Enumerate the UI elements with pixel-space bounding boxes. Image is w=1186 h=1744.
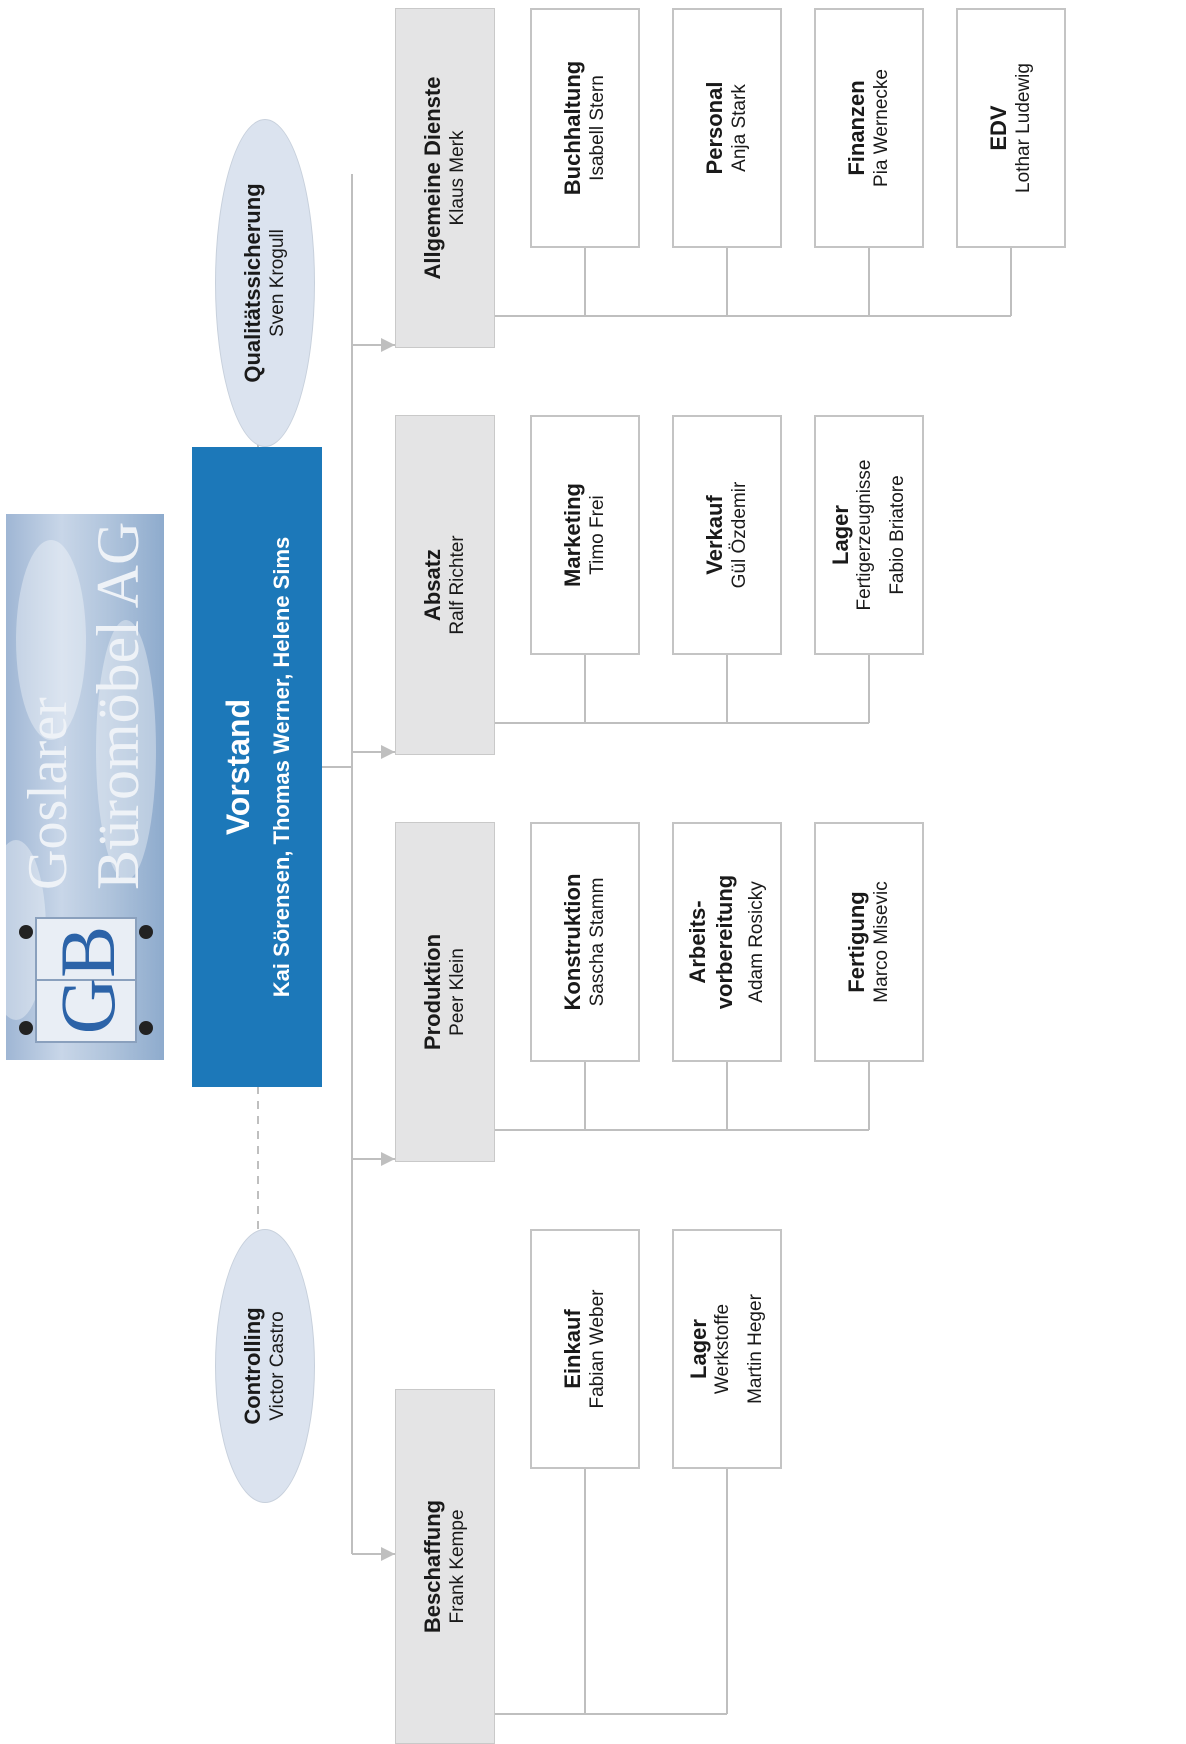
unit-name: Timo Frei: [586, 495, 608, 575]
unit-name: Lothar Ludewig: [1012, 63, 1034, 193]
unit-name: Fabian Weber: [586, 1289, 608, 1409]
unit-name: Marco Misevic: [870, 881, 892, 1003]
staff-title: Controlling: [240, 1307, 266, 1425]
dept-beschaffung: Beschaffung Frank Kempe: [395, 1389, 495, 1744]
unit-name: Sascha Stamm: [586, 877, 608, 1007]
unit-title: Lager: [686, 1319, 711, 1379]
unit-marketing: Marketing Timo Frei: [530, 415, 640, 655]
board-box: Vorstand Kai Sörensen, Thomas Werner, He…: [192, 447, 322, 1087]
unit-title: Fertigung: [844, 891, 870, 993]
staff-title: Qualitätssicherung: [240, 183, 266, 383]
unit-finanzen: Finanzen Pia Wernecke: [814, 8, 924, 248]
unit-title: Finanzen: [844, 80, 870, 176]
dept-head: Frank Kempe: [446, 1509, 468, 1624]
unit-title: Konstruktion: [560, 873, 586, 1011]
logo-line-1: Goslarer: [17, 697, 79, 890]
board-members: Kai Sörensen, Thomas Werner, Helene Sims: [269, 536, 294, 998]
unit-buchhaltung: Buchhaltung Isabell Stern: [530, 8, 640, 248]
logo-line-2: Büromöbel AG: [85, 521, 151, 890]
unit-title: Marketing: [560, 483, 586, 587]
unit-sub: Werkstoffe: [712, 1303, 734, 1395]
unit-arbeitsvorbereitung: Arbeits- vorbereitung Adam Rosicky: [672, 822, 782, 1062]
dept-allgemeine-dienste: Allgemeine Dienste Klaus Merk: [395, 8, 495, 348]
unit-name: Martin Heger: [745, 1294, 767, 1404]
arrow-icon: [381, 1547, 395, 1561]
unit-name: Anja Stark: [728, 84, 750, 172]
dept-head: Ralf Richter: [446, 535, 468, 635]
unit-title: Verkauf: [702, 495, 728, 575]
logo-mark: GB: [44, 926, 131, 1034]
unit-title: Arbeits- vorbereitung: [685, 874, 737, 1010]
dept-head: Peer Klein: [446, 948, 468, 1036]
dept-title: Beschaffung: [420, 1499, 446, 1634]
board-title: Vorstand: [219, 698, 256, 836]
unit-personal: Personal Anja Stark: [672, 8, 782, 248]
unit-title: Lager: [828, 505, 853, 565]
unit-title: Einkauf: [560, 1309, 586, 1389]
unit-konstruktion: Konstruktion Sascha Stamm: [530, 822, 640, 1062]
logo-crest-icon: GB: [19, 917, 153, 1043]
staff-name: Sven Krogull: [266, 229, 288, 337]
staff-quality: Qualitätssicherung Sven Krogull: [215, 119, 315, 447]
unit-lager-fertigerzeugnisse: Lager Fertigerzeugnisse Fabio Briatore: [814, 415, 924, 655]
unit-name: Isabell Stern: [586, 75, 608, 181]
dept-title: Allgemeine Dienste: [420, 76, 446, 280]
arrow-icon: [381, 1152, 395, 1166]
dept-head: Klaus Merk: [446, 130, 468, 226]
unit-lager-werkstoffe: Lager Werkstoffe Martin Heger: [672, 1229, 782, 1469]
company-logo: GB Goslarer Büromöbel AG: [6, 514, 164, 1060]
unit-einkauf: Einkauf Fabian Weber: [530, 1229, 640, 1469]
unit-title: EDV: [986, 105, 1012, 151]
staff-name: Victor Castro: [266, 1311, 288, 1421]
unit-sub: Fertigerzeugnisse: [854, 459, 876, 611]
unit-name: Gül Özdemir: [728, 481, 750, 589]
unit-edv: EDV Lothar Ludewig: [956, 8, 1066, 248]
unit-verkauf: Verkauf Gül Özdemir: [672, 415, 782, 655]
staff-controlling: Controlling Victor Castro: [215, 1229, 315, 1503]
unit-title: Personal: [702, 81, 728, 175]
arrow-icon: [381, 338, 395, 352]
unit-name: Adam Rosicky: [745, 881, 767, 1003]
unit-name: Pia Wernecke: [870, 69, 892, 187]
dept-title: Absatz: [420, 548, 446, 622]
dept-title: Produktion: [420, 933, 446, 1051]
unit-fertigung: Fertigung Marco Misevic: [814, 822, 924, 1062]
unit-title: Buchhaltung: [560, 60, 586, 196]
dept-absatz: Absatz Ralf Richter: [395, 415, 495, 755]
arrow-icon: [381, 745, 395, 759]
unit-name: Fabio Briatore: [887, 475, 909, 595]
dept-produktion: Produktion Peer Klein: [395, 822, 495, 1162]
